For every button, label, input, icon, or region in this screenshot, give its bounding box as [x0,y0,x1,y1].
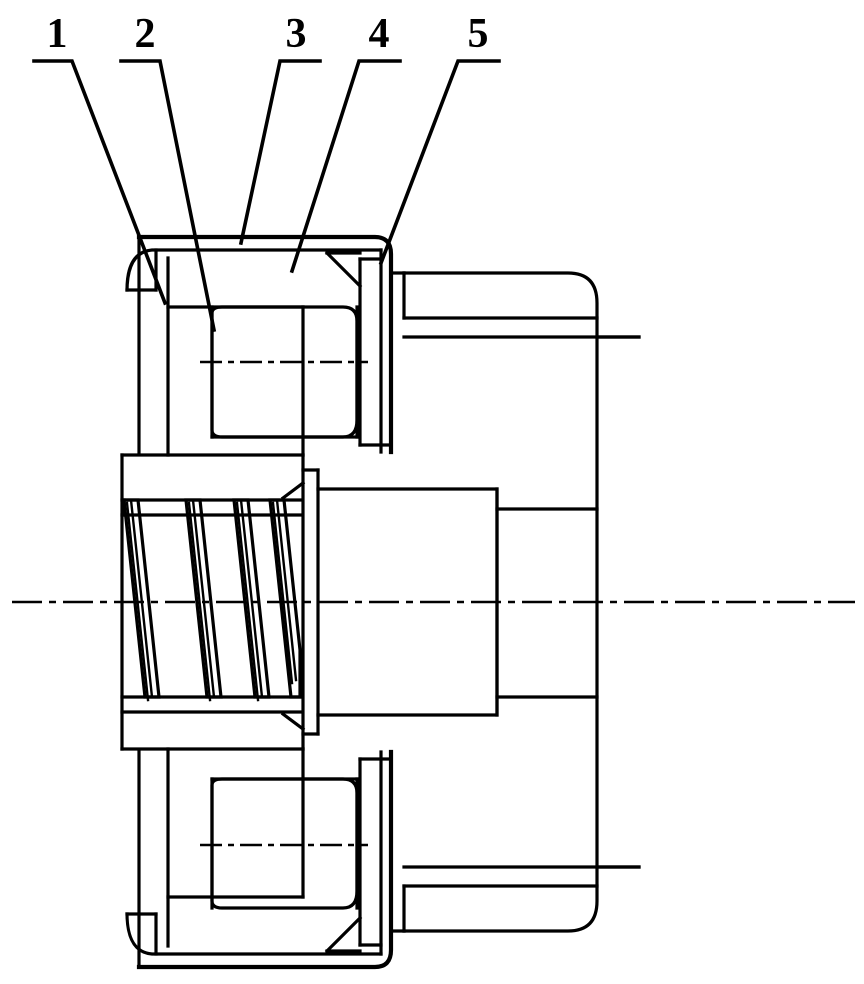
callout-leader-1 [32,59,168,306]
callout-leaders [32,59,501,333]
detail-lines [389,271,641,933]
callout-leader-3 [238,59,322,246]
callout-leader-5 [378,59,501,266]
callout-number-5: 5 [468,11,489,57]
lower-roller-bearing [200,777,368,910]
callout-number-3: 3 [286,11,307,57]
callout-leader-2 [119,59,217,333]
left-retainer-bracket-upper [125,234,394,457]
callout-number-2: 2 [135,11,156,57]
callout-number-4: 4 [369,11,390,57]
thread-turn-4 [268,498,302,699]
thread-turn-3 [232,498,271,702]
left-retainer-bracket-lower [125,747,394,970]
callout-leader-4 [289,59,402,274]
upper-roller-bearing [200,305,368,439]
thread-turn-2 [184,498,223,702]
callout-number-1: 1 [47,11,68,57]
callout-numbers: 1 2 3 4 5 [47,11,489,57]
